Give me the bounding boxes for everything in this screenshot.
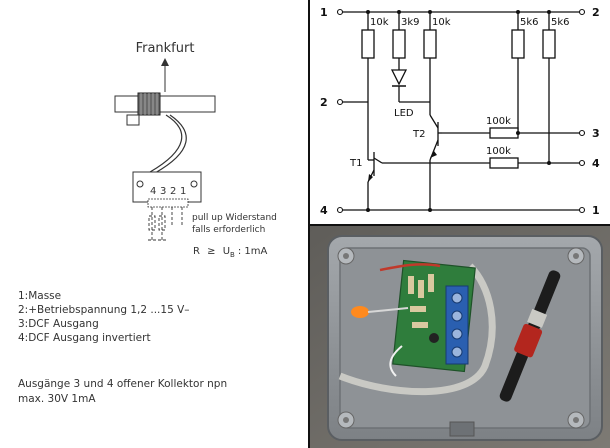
terminal-label: 4 bbox=[592, 157, 600, 170]
pullup-note-line1: pull up Widerstand bbox=[192, 213, 277, 223]
panel-divider bbox=[310, 224, 610, 226]
resistor-3k9 bbox=[392, 29, 406, 59]
resistor-label: 100k bbox=[486, 116, 511, 127]
resistor-5k6-a bbox=[511, 29, 525, 59]
mounting-hole-icon bbox=[190, 180, 198, 188]
rod-holder bbox=[126, 114, 140, 126]
terminal-label: 2 bbox=[320, 96, 328, 109]
arrow-head-icon bbox=[430, 151, 437, 158]
arrow-head-icon bbox=[368, 174, 373, 182]
terminal-label: 1 bbox=[320, 6, 328, 19]
terminal-label: 1 bbox=[592, 204, 600, 217]
arrow-head-icon bbox=[161, 58, 169, 66]
terminal-blocks bbox=[445, 285, 469, 365]
antenna-cable bbox=[149, 114, 183, 173]
pullup-dashed-lines bbox=[148, 207, 183, 241]
terminal-node bbox=[336, 206, 344, 214]
ferrite-antenna bbox=[499, 270, 561, 402]
resistor-label: 10k bbox=[432, 17, 451, 28]
legend-line: 3:DCF Ausgang bbox=[18, 318, 99, 330]
led-label: LED bbox=[394, 108, 414, 119]
grey-cable bbox=[338, 263, 496, 396]
components bbox=[408, 274, 439, 343]
transistor-label: T1 bbox=[349, 158, 362, 169]
legend-line: 1:Masse bbox=[18, 290, 61, 302]
pin-number: 2 bbox=[170, 186, 176, 197]
red-wire bbox=[379, 263, 441, 272]
resistor-5k6-b bbox=[542, 29, 556, 59]
resistor-label: 100k bbox=[486, 146, 511, 157]
terminal-node bbox=[336, 8, 344, 16]
terminal-node bbox=[578, 159, 586, 167]
panel-divider bbox=[308, 0, 310, 448]
terminal-node bbox=[336, 98, 344, 106]
led-icon bbox=[390, 69, 408, 86]
terminal-node bbox=[578, 8, 586, 16]
terminal-label: 4 bbox=[320, 204, 328, 217]
resistor-label: 10k bbox=[370, 17, 389, 28]
resistor-condition: R ≥ UB: 1mA bbox=[193, 246, 268, 259]
legend-line: 4:DCF Ausgang invertiert bbox=[18, 332, 151, 344]
transistor-label: T2 bbox=[412, 129, 425, 140]
direction-label: Frankfurt bbox=[136, 41, 195, 56]
pin-number: 3 bbox=[160, 186, 166, 197]
terminal-node bbox=[578, 129, 586, 137]
resistor-label: 3k9 bbox=[401, 17, 420, 28]
terminal-node bbox=[578, 206, 586, 214]
resistor-label: 5k6 bbox=[551, 17, 570, 28]
resistor-100k-a bbox=[489, 127, 519, 139]
circuit-schematic: 10k 3k9 10k 5k6 5k6 bbox=[310, 0, 610, 224]
led-component bbox=[351, 306, 369, 318]
resistor-10k-a bbox=[361, 29, 375, 59]
ferrite-rod bbox=[114, 95, 216, 113]
resistor-100k-b bbox=[489, 157, 519, 169]
mounting-hole-icon bbox=[136, 180, 144, 188]
enclosure-photo bbox=[310, 226, 610, 448]
outputs-note-line2: max. 30V 1mA bbox=[18, 393, 96, 405]
outputs-note-line1: Ausgänge 3 und 4 offener Kollektor npn bbox=[18, 378, 227, 390]
pin-number: 1 bbox=[180, 186, 186, 197]
receiver-module bbox=[132, 171, 202, 203]
resistor-10k-b bbox=[423, 29, 437, 59]
antenna-sketch: Frankfurt 4 3 2 1 bbox=[18, 41, 277, 405]
resistor-label: 5k6 bbox=[520, 17, 539, 28]
legend-line: 2:+Betriebspannung 1,2 ...15 V– bbox=[18, 304, 190, 316]
terminal-label: 3 bbox=[592, 127, 600, 140]
pullup-note-line2: falls erforderlich bbox=[192, 225, 265, 235]
terminal-label: 2 bbox=[592, 6, 600, 19]
pin-number: 4 bbox=[150, 186, 156, 197]
